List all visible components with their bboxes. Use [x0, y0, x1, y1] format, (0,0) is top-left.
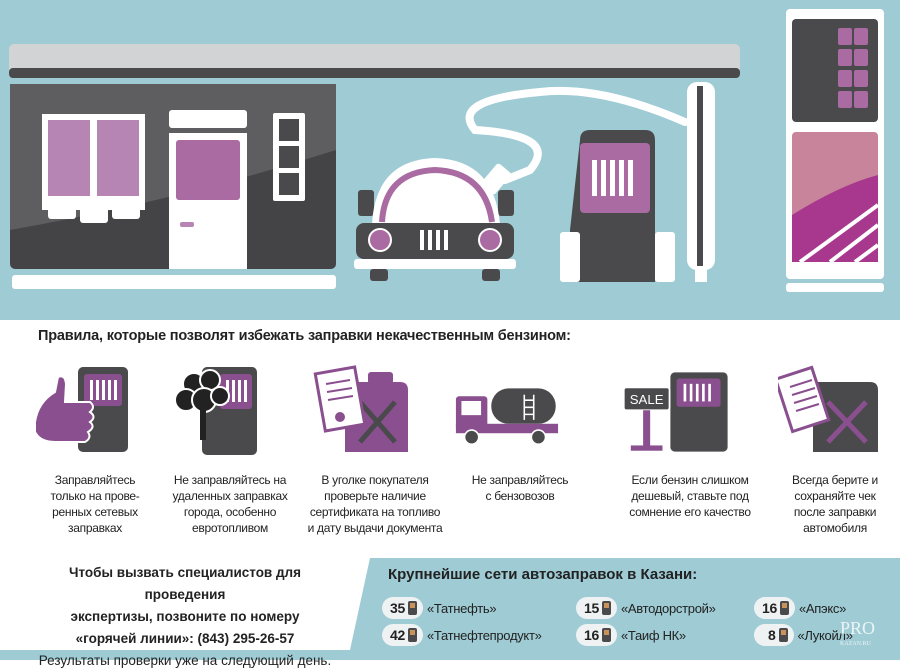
- pump-icon: [779, 601, 789, 615]
- pump-icon: [407, 601, 417, 615]
- chain-item: 15«Автодорстрой»: [576, 597, 716, 619]
- pump-icon: [778, 628, 788, 642]
- certificate-canister-icon: [313, 365, 408, 452]
- chains-panel-background: [0, 558, 900, 660]
- pump-icon: [407, 628, 417, 642]
- chains-title: Крупнейшие сети автозаправок в Казани:: [388, 566, 698, 583]
- sale-pump-icon: SALE: [622, 372, 728, 452]
- car: [354, 158, 516, 281]
- gas-station-illustration: [0, 0, 900, 320]
- canopy: [9, 44, 740, 78]
- tree-pump-icon: [174, 367, 257, 455]
- sale-label: SALE: [630, 392, 664, 407]
- chain-item: 8«Лукойл»: [754, 624, 853, 646]
- station-building: [10, 84, 336, 289]
- hotline-phone: «горячей линии»: (843) 295-26-57: [75, 631, 295, 646]
- fuel-pump: [560, 82, 715, 282]
- chain-item: 16«Апэкс»: [754, 597, 846, 619]
- fuel-truck-icon: [455, 388, 559, 445]
- receipt-canister-icon: [778, 365, 878, 452]
- chain-item: 35«Татнефть»: [382, 597, 497, 619]
- chain-item: 42«Татнефтепродукт»: [382, 624, 542, 646]
- thumbs-up-pump-icon: [34, 367, 128, 452]
- hotline-info: Чтобы вызвать специалистов для проведени…: [38, 565, 332, 668]
- rules-heading: Правила, которые позволят избежать запра…: [38, 328, 571, 344]
- price-sign: [786, 9, 884, 292]
- pump-icon: [601, 628, 611, 642]
- chain-item: 16«Таиф НК»: [576, 624, 686, 646]
- pump-icon: [601, 601, 611, 615]
- fuel-hose: [465, 86, 689, 195]
